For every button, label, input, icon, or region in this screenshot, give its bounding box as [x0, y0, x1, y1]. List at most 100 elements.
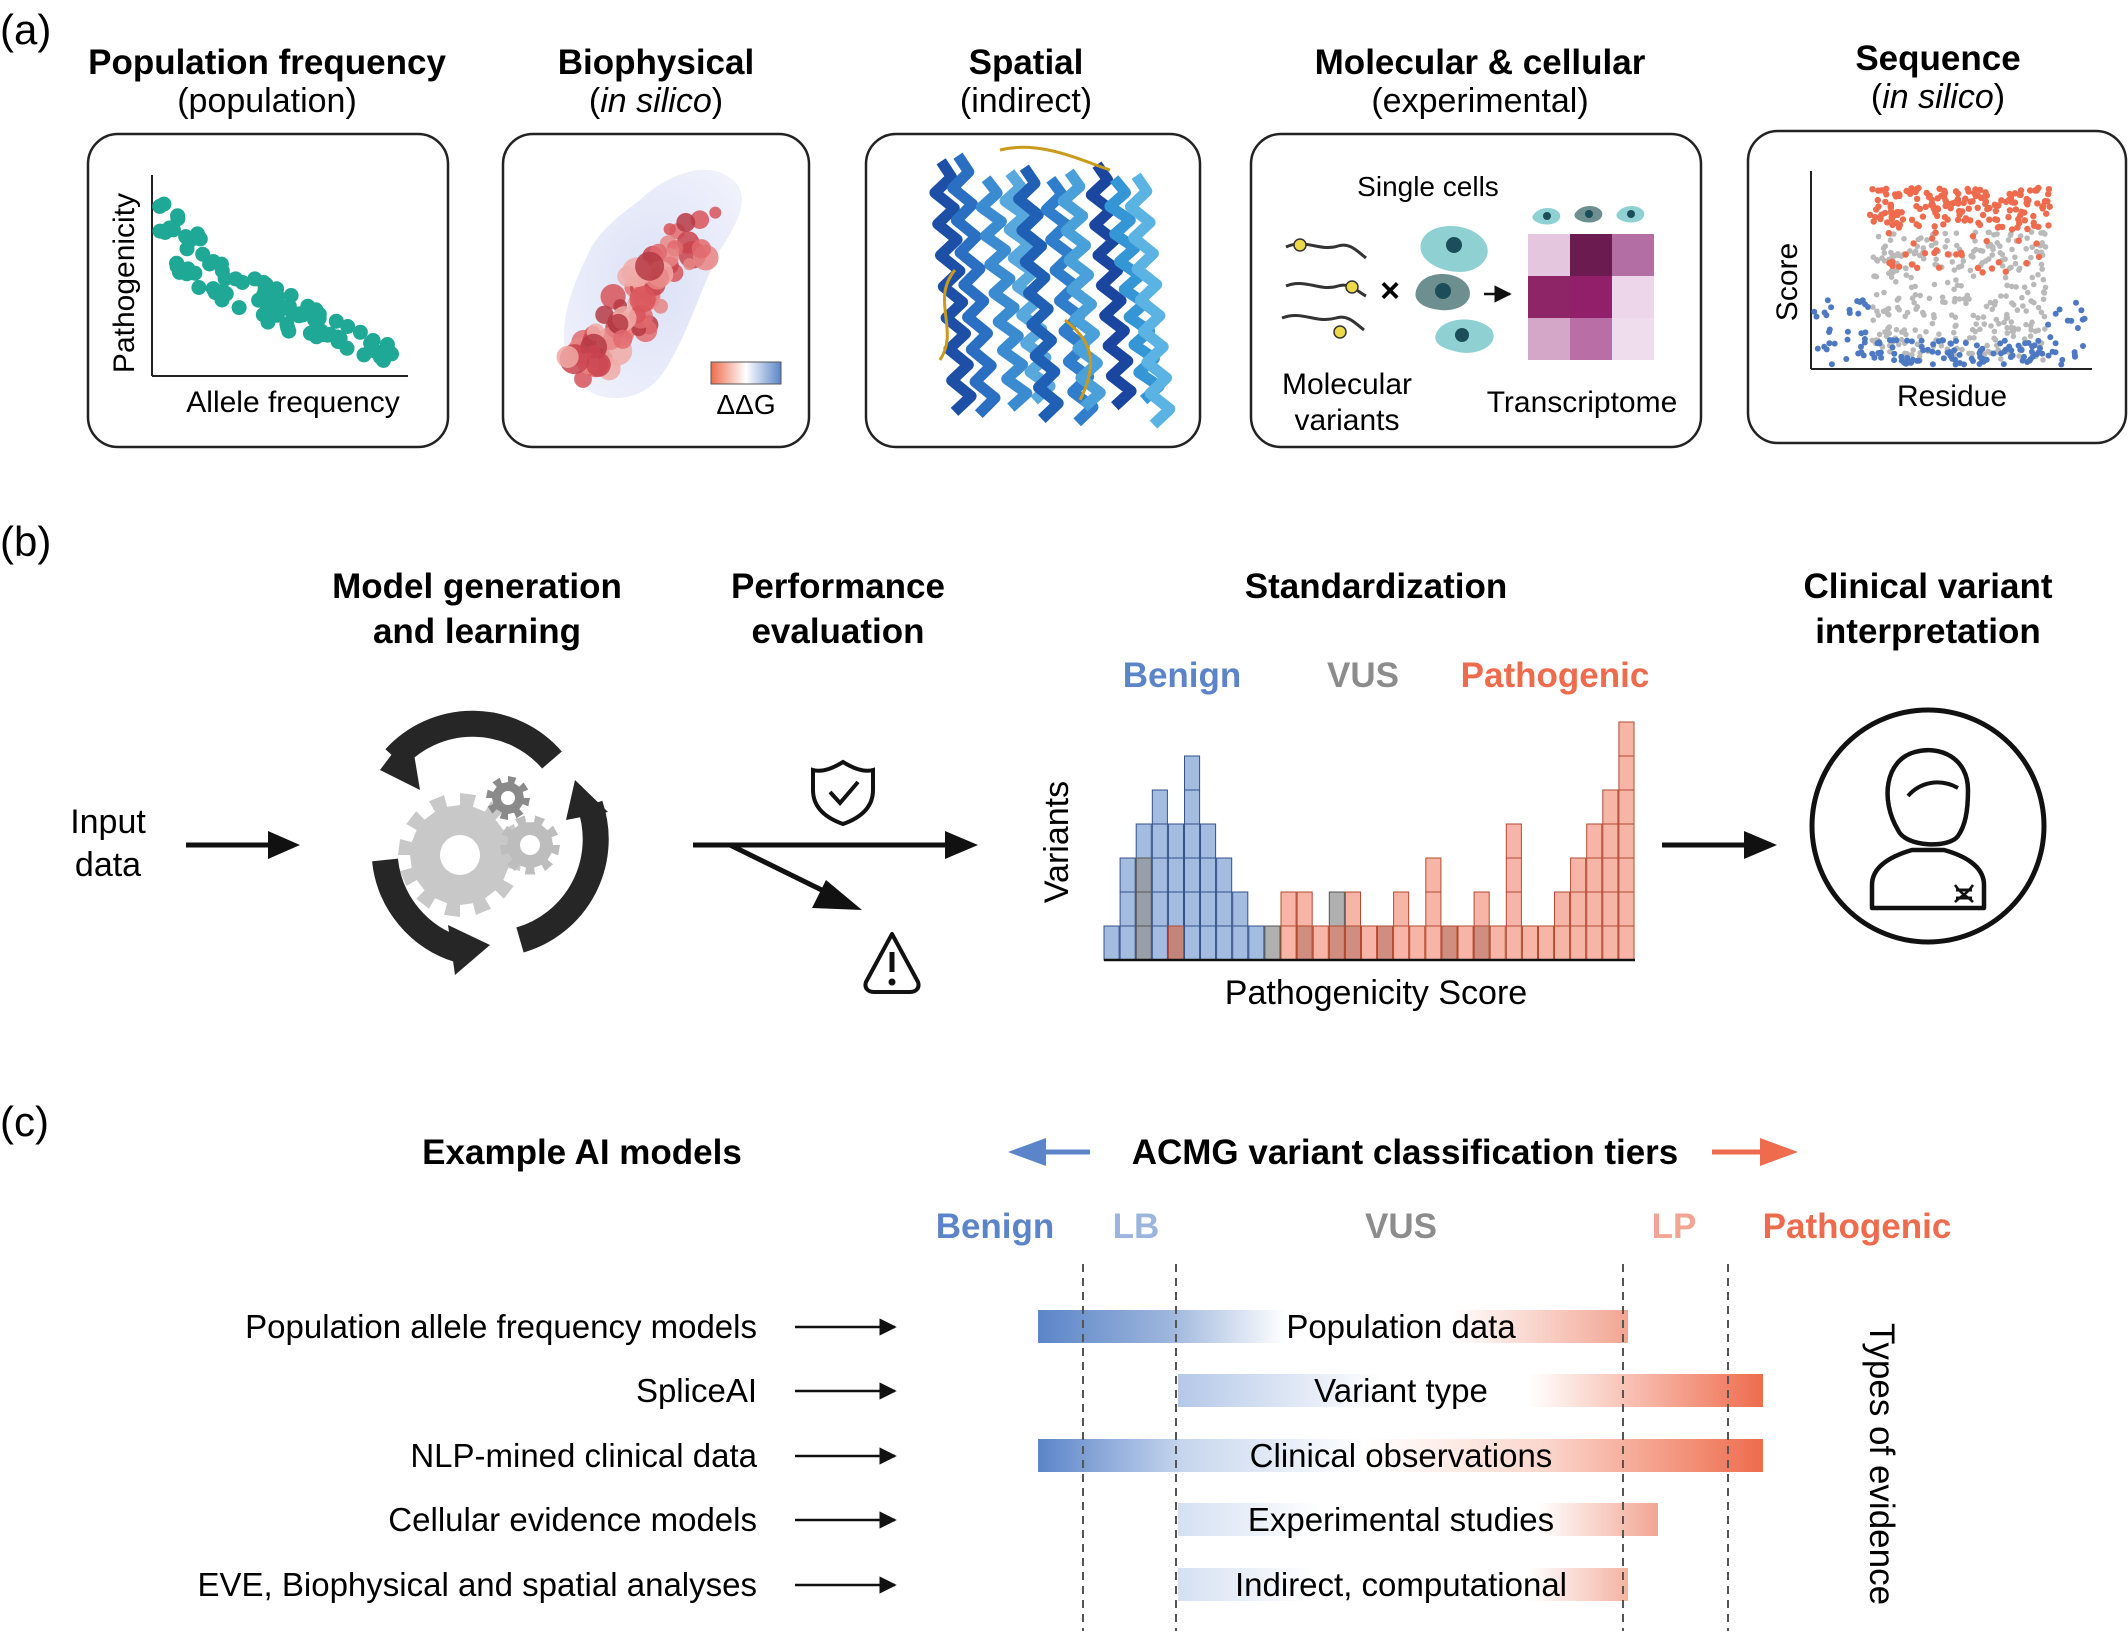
sequence-dot: [1981, 351, 1988, 357]
sequence-dot: [1896, 307, 1902, 313]
sequence-dot: [1981, 321, 1988, 327]
sequence-dot: [1991, 201, 1999, 208]
sequence-dot: [2045, 186, 2053, 193]
sequence-dot: [1874, 258, 1881, 264]
card-biophysical: Biophysical (in silico) ΔΔG: [501, 43, 811, 449]
sequence-dot: [1985, 229, 1992, 236]
sequence-dot: [1987, 299, 1994, 306]
histogram-bar-pathogenic: [1586, 925, 1603, 961]
histogram-bar-pathogenic: [1570, 857, 1587, 893]
sequence-dot: [1936, 331, 1942, 338]
clinical-title-1: Clinical variant: [1804, 567, 2053, 606]
sequence-dot: [1990, 350, 1997, 357]
histogram-bar-benign: [1216, 925, 1233, 961]
sequence-dot: [2039, 266, 2045, 272]
histogram-bar-pathogenic: [1425, 857, 1442, 893]
sequence-dot: [1974, 264, 1982, 272]
sequence-dot: [1991, 302, 1998, 308]
sequence-dot: [1993, 216, 2001, 223]
sequence-dot: [1873, 206, 1880, 213]
sequence-dot: [1944, 251, 1952, 258]
population-dot: [205, 281, 221, 297]
sequence-dot: [1893, 326, 1900, 333]
sequence-dot: [1916, 252, 1923, 259]
population-scatter: [152, 196, 399, 368]
sequence-dot: [1885, 229, 1893, 237]
sequence-dot: [1875, 350, 1882, 356]
population-dot: [214, 263, 230, 279]
sequence-dot: [2074, 325, 2081, 331]
hist-pathogenic-label: Pathogenic: [1461, 656, 1650, 695]
sequence-dot: [1828, 361, 1835, 368]
sequence-dot: [2052, 349, 2059, 356]
card-molecular: Molecular & cellular (experimental) Sing…: [1249, 43, 1703, 449]
sequence-dot: [2042, 326, 2048, 332]
sequence-dot: [2003, 315, 2010, 322]
histogram-bar-pathogenic: [1312, 925, 1329, 961]
card-spatial: Spatial (indirect): [864, 43, 1202, 449]
sequence-dot: [1956, 211, 1963, 219]
surface-atom: [613, 329, 633, 349]
histogram-bar-pathogenic: [1570, 891, 1587, 927]
population-dot: [256, 287, 271, 303]
sequence-dot: [1949, 259, 1956, 265]
sequence-dot: [1923, 189, 1930, 197]
sequence-dot: [1994, 231, 2000, 237]
row-arrows: [795, 1318, 897, 1594]
histogram-bar-pathogenic: [1618, 755, 1635, 791]
histogram-bar-benign: [1151, 789, 1168, 825]
sequence-dot: [2045, 321, 2052, 328]
sequence-dot: [1901, 236, 1907, 242]
sequence-dot: [2078, 307, 2085, 314]
sequence-dot: [1989, 306, 1995, 313]
population-dot: [179, 266, 195, 282]
sequence-dot: [1941, 213, 1949, 221]
model-row-1: Population allele frequency models: [245, 1308, 757, 1345]
sequence-dot: [1926, 295, 1933, 302]
histogram-bar-benign: [1200, 823, 1217, 859]
tier-vus: VUS: [1365, 1207, 1437, 1246]
sequence-dot: [1913, 195, 1921, 203]
sequence-dot: [1931, 223, 1938, 230]
histogram-bar-benign: [1184, 755, 1201, 791]
histogram-bar-pathogenic: [1602, 891, 1619, 927]
sequence-dot: [1874, 196, 1882, 204]
sequence-dot: [1882, 198, 1889, 206]
sequence-dot: [1858, 330, 1865, 337]
sequence-dot: [1889, 337, 1896, 344]
histogram-bar-benign: [1232, 925, 1249, 961]
standardization-title: Standardization: [1245, 567, 1508, 606]
sequence-dot: [1954, 242, 1960, 249]
sequence-dot: [1995, 223, 2003, 230]
sequence-dot: [2004, 282, 2010, 289]
sequence-dot: [1939, 294, 1946, 301]
sequence-dot: [1914, 341, 1921, 348]
sequence-dot: [2041, 313, 2048, 320]
sequence-dot: [1948, 352, 1955, 359]
bar-indirect: [1178, 1568, 1628, 1601]
sequence-dot: [1872, 273, 1879, 280]
sequence-dot: [1824, 297, 1831, 304]
histogram-bar-pathogenic: [1618, 789, 1635, 825]
surface-atom: [690, 210, 710, 229]
sequence-dot: [2009, 300, 2015, 306]
sequence-dot: [2035, 272, 2041, 278]
histogram-bar-pathogenic: [1393, 891, 1410, 927]
bar-population: [1038, 1310, 1628, 1343]
tier-lp: LP: [1652, 1207, 1697, 1246]
histogram-bar-benign: [1167, 857, 1185, 893]
card-sequence-frame: [1746, 129, 2128, 445]
tier-lb: LB: [1113, 1207, 1160, 1246]
sequence-dot: [2071, 349, 2078, 356]
sequence-dot: [2002, 274, 2009, 281]
histogram-bar-benign: [1167, 823, 1185, 859]
sequence-dot: [1965, 205, 1973, 212]
sequence-dot: [1983, 356, 1990, 363]
helix: [1085, 161, 1137, 411]
sequence-dot: [1953, 322, 1959, 329]
histogram-bar-pathogenic: [1296, 925, 1313, 961]
sequence-dot: [1922, 203, 1929, 211]
sequence-dot: [2028, 254, 2034, 261]
model-title-2: and learning: [373, 612, 581, 651]
